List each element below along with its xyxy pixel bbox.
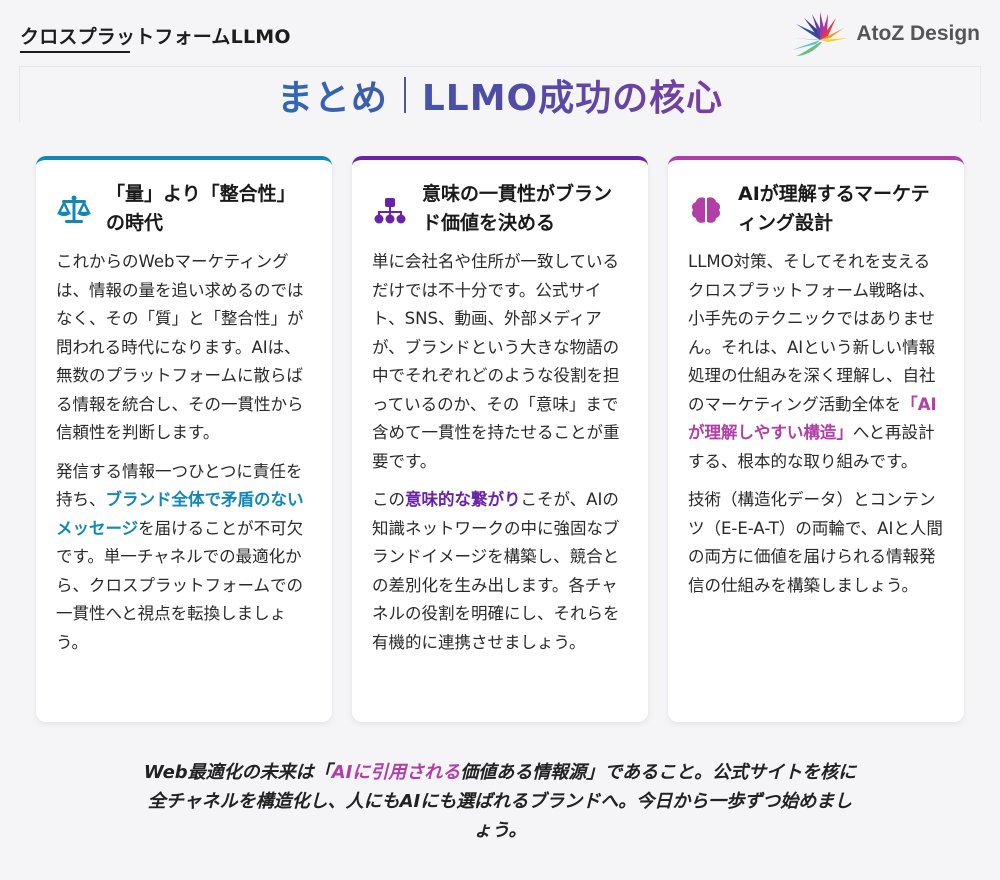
card-paragraph-2: 技術（構造化データ）とコンテンツ（E-E-A-T）の両輪で、AIと人間の両方に価… — [688, 490, 943, 595]
text-span: へと再設計する、根本的な取り組みです。 — [688, 423, 935, 471]
card-ai-marketing-design: AIが理解するマーケティング設計 LLMO対策、そしてそれを支えるクロスプラット… — [668, 156, 964, 722]
card-paragraph-1: これからのWebマーケティングは、情報の量を追い求めるのではなく、その「質」と「… — [56, 252, 304, 442]
card-header: 意味の一貫性がブランド価値を決める — [372, 180, 628, 238]
title-banner: まとめ LLMO成功の核心 — [19, 66, 981, 122]
card-quality-over-quantity: 「量」より「整合性」の時代 これからのWebマーケティングは、情報の量を追い求め… — [36, 156, 332, 722]
cards-container: 「量」より「整合性」の時代 これからのWebマーケティングは、情報の量を追い求め… — [36, 156, 965, 722]
text-span: 価値ある情報源」であること。公式サイトを核に全チャネルを構造化し、人にもAIにも… — [147, 762, 857, 841]
card-title: 「量」より「整合性」の時代 — [106, 183, 296, 234]
text-span: 発信する情報一つひとつに責任を持ち、 — [56, 461, 303, 510]
header: クロスプラットフォームLLMO AtoZ Design — [20, 12, 980, 58]
text-span: LLMO対策、そしてそれを支えるクロスプラットフォーム戦略は、小手先のテクニック… — [688, 252, 936, 414]
page-title-right: LLMO成功の核心 — [421, 77, 724, 119]
logo: AtoZ Design — [790, 10, 980, 58]
card-paragraph-2: 発信する情報一つひとつに責任を持ち、ブランド全体で矛盾のないメッセージを届けるこ… — [56, 458, 312, 658]
text-span: Web最適化の未来は「 — [143, 762, 332, 783]
highlight-text: 意味的な繋がり — [405, 490, 521, 509]
text-span: こそが、AIの知識ネットワークの中に強固なブランドイメージを構築し、競合との差別… — [372, 490, 620, 652]
header-underline — [20, 51, 130, 53]
card-title: AIが理解するマーケティング設計 — [738, 183, 930, 234]
card-paragraph-1: LLMO対策、そしてそれを支えるクロスプラットフォーム戦略は、小手先のテクニック… — [688, 248, 944, 476]
page-title: まとめ LLMO成功の核心 — [277, 69, 723, 121]
card-paragraph-1: 単に会社名や住所が一致しているだけでは不十分です。公式サイト、SNS、動画、外部… — [372, 252, 620, 471]
page-title-left: まとめ — [276, 77, 388, 119]
highlight-text: AIに引用される — [331, 762, 461, 783]
header-title: クロスプラットフォームLLMO — [20, 26, 291, 48]
card-header: AIが理解するマーケティング設計 — [688, 180, 944, 238]
highlight-text: 「AIが理解しやすい構造」 — [688, 394, 937, 443]
card-semantic-consistency: 意味の一貫性がブランド価値を決める 単に会社名や住所が一致しているだけでは不十分… — [352, 156, 648, 722]
card-paragraph-2: この意味的な繋がりこそが、AIの知識ネットワークの中に強固なブランドイメージを構… — [372, 486, 628, 657]
card-header: 「量」より「整合性」の時代 — [56, 180, 312, 238]
scale-balance-icon — [56, 195, 92, 223]
card-title: 意味の一貫性がブランド価値を決める — [422, 183, 613, 234]
sitemap-hierarchy-icon — [374, 198, 406, 224]
text-span: この — [372, 490, 405, 509]
highlight-text: ブランド全体で矛盾のないメッセージ — [56, 490, 304, 538]
flower-logo-icon — [792, 12, 849, 56]
footer-summary: Web最適化の未来は「AIに引用される価値ある情報源」であること。公式サイトを核… — [140, 758, 860, 845]
title-separator — [403, 76, 406, 113]
text-span: を届けることが不可欠です。単一チャネルでの最適化から、クロスプラットフォームでの… — [56, 518, 304, 652]
logo-text: AtoZ Design — [856, 22, 980, 45]
brain-icon — [692, 197, 720, 223]
